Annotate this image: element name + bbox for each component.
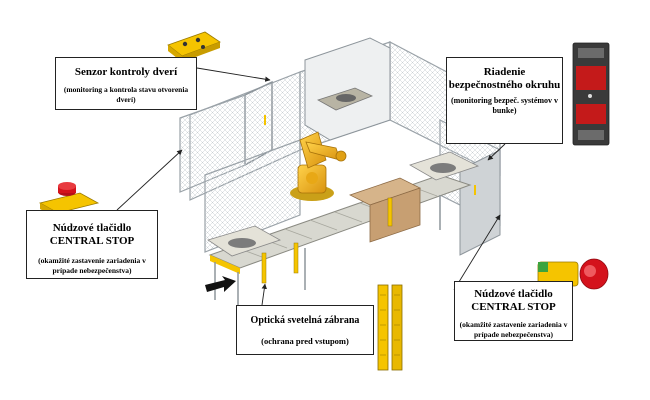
callout-title: Núdzové tlačidlo CENTRAL STOP: [49, 222, 135, 247]
callout-title: Núdzové tlačidlo CENTRAL STOP: [471, 288, 556, 313]
estop-button-right-icon: [537, 258, 609, 290]
callout-subtitle: (okamžité zastavenie zariadenia v prípad…: [459, 320, 568, 339]
callout-subtitle: (monitoring a kontrola stavu otvorenia d…: [63, 85, 189, 104]
callout-subtitle: (okamžité zastavenie zariadenia v prípad…: [38, 256, 146, 275]
callout-estop-right: Núdzové tlačidlo CENTRAL STOP (okamžité …: [454, 281, 573, 341]
safety-relay-icon: [572, 42, 610, 146]
light-curtain-posts: [261, 197, 393, 284]
callout-subtitle: (ochrana pred vstupom): [261, 336, 349, 346]
callout-subtitle: (monitoring bezpeč. systémov v bunke): [450, 96, 559, 115]
callout-light-curtain: Optická svetelná zábrana (ochrana pred v…: [236, 305, 374, 355]
callout-title: Senzor kontroly dverí: [74, 66, 178, 78]
callout-title: Riadenie bezpečnostného okruhu: [448, 66, 561, 91]
callout-door-sensor: Senzor kontroly dverí (monitoring a kont…: [55, 57, 197, 110]
conveyor: [207, 151, 480, 305]
callout-title: Optická svetelná zábrana: [250, 315, 360, 326]
industrial-robot-icon: [290, 131, 347, 201]
callout-estop-left: Núdzové tlačidlo CENTRAL STOP (okamžité …: [26, 210, 158, 279]
entry-arrow-icon: [205, 276, 236, 292]
callout-safety-control: Riadenie bezpečnostného okruhu (monitori…: [446, 57, 563, 144]
fence-left: [179, 94, 301, 253]
light-curtain-icon: [377, 284, 403, 371]
callout-arrows: [116, 67, 506, 306]
